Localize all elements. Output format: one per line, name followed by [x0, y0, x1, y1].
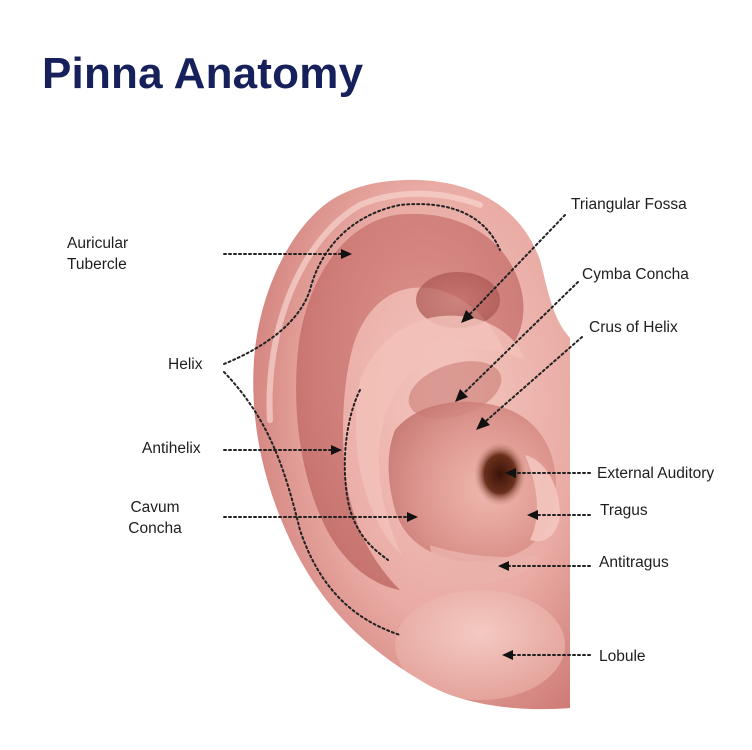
leader-triangular-fossa: [469, 214, 566, 315]
antihelix-ridge: [355, 315, 525, 555]
arrowhead-auricular-tubercle: [341, 249, 352, 259]
arrowhead-cymba-concha: [455, 389, 468, 402]
arrowhead-antihelix: [331, 445, 342, 455]
label-cavum-concha: Cavum Concha: [119, 497, 191, 539]
label-antihelix: Antihelix: [142, 440, 201, 457]
arrowhead-crus-of-helix: [476, 417, 490, 430]
label-triangular-fossa: Triangular Fossa: [571, 196, 687, 213]
label-cavum-concha-line2: Concha: [128, 520, 182, 537]
cavum-concha-shape: [388, 401, 556, 563]
leader-antihelix-ridge: [343, 389, 389, 561]
scapha: [296, 213, 524, 591]
triangular-fossa-shape: [416, 272, 500, 328]
antitragus-shape: [430, 545, 540, 583]
ear-canal: [474, 442, 526, 506]
label-tragus: Tragus: [600, 502, 648, 519]
arrowhead-triangular-fossa: [461, 310, 474, 323]
arrowhead-cavum-concha: [407, 512, 418, 522]
leader-cymba-concha: [463, 281, 579, 394]
label-crus-of-helix: Crus of Helix: [589, 319, 678, 336]
label-cymba-concha: Cymba Concha: [582, 266, 689, 283]
arrowhead-antitragus: [498, 561, 509, 571]
label-antitragus: Antitragus: [599, 554, 669, 571]
lobule-shape: [395, 590, 565, 700]
arrowhead-lobule: [502, 650, 513, 660]
page-title: Pinna Anatomy: [42, 49, 364, 98]
label-auricular-tubercle: Auricular Tubercle: [67, 233, 128, 275]
label-helix: Helix: [168, 356, 203, 373]
leader-helix-upper: [223, 203, 501, 365]
arrowhead-external-auditory: [505, 468, 516, 478]
leader-helix-lower: [223, 371, 401, 636]
leader-lines: [223, 203, 591, 656]
label-auricular-tubercle-line1: Auricular: [67, 235, 129, 252]
helix-rim: [266, 190, 483, 423]
arrowheads: [331, 249, 538, 660]
ear-illustration: [253, 179, 570, 710]
arrowhead-tragus: [527, 510, 538, 520]
label-external-auditory: External Auditory: [597, 465, 715, 482]
label-cavum-concha-line1: Cavum: [130, 499, 180, 516]
tragus-shape: [525, 455, 560, 542]
label-auricular-tubercle-line2: Tubercle: [67, 256, 127, 273]
leader-crus-of-helix: [485, 336, 583, 422]
label-lobule: Lobule: [599, 648, 646, 665]
